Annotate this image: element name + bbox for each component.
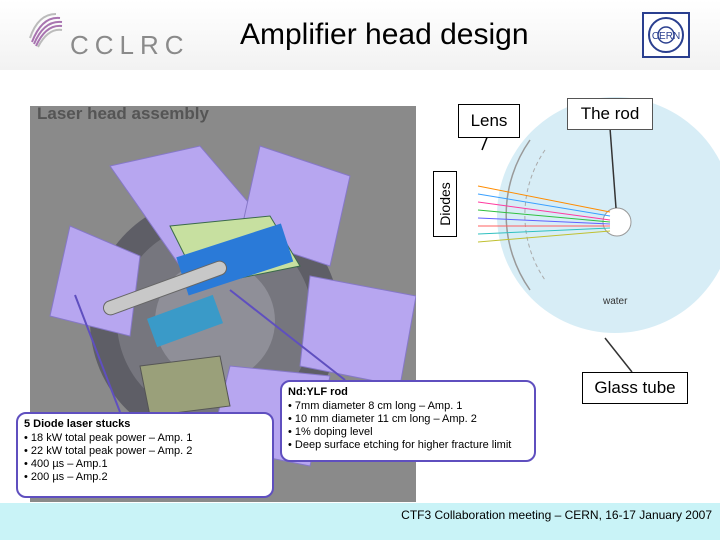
diode-spec-item: • 400 µs – Amp.1 (24, 458, 108, 470)
slide-header: CCLRC Amplifier head design CERN (0, 0, 720, 70)
footer-text: CTF3 Collaboration meeting – CERN, 16-17… (401, 508, 712, 522)
diode-specs-heading: 5 Diode laser stucks (24, 418, 131, 430)
section-title: Laser head assembly (37, 104, 209, 123)
diode-specs-callout: 5 Diode laser stucks • 18 kW total peak … (16, 412, 274, 498)
rod-spec-item: • 1% doping level (288, 426, 373, 438)
rod-specs-heading: Nd:YLF rod (288, 386, 348, 398)
laser-head-illustration (49, 145, 416, 467)
diode-spec-item: • 200 µs – Amp.2 (24, 471, 108, 483)
rod-spec-item: • 10 mm diameter 11 cm long – Amp. 2 (288, 413, 477, 425)
diodes-label: Diodes (433, 171, 457, 237)
rod-label: The rod (567, 98, 653, 130)
diode-spec-item: • 22 kW total peak power – Amp. 2 (24, 445, 193, 457)
rod-specs-list: • 7mm diameter 8 cm long – Amp. 1 • 10 m… (288, 400, 528, 452)
cclrc-logo-icon (29, 13, 63, 48)
cern-logo-icon: CERN (642, 12, 690, 58)
water-label: water (603, 296, 628, 307)
diode-specs-list: • 18 kW total peak power – Amp. 1 • 22 k… (24, 432, 266, 484)
rod-specs-callout: Nd:YLF rod • 7mm diameter 8 cm long – Am… (280, 380, 536, 462)
laser-rod (602, 207, 632, 237)
glass-tube-label: Glass tube (582, 372, 688, 404)
rod-spec-item: • Deep surface etching for higher fractu… (288, 439, 512, 451)
cern-logo-text: CERN (652, 31, 680, 42)
diode-spec-item: • 18 kW total peak power – Amp. 1 (24, 432, 193, 444)
cclrc-logo-text: CCLRC (70, 30, 190, 60)
slide-title: Amplifier head design (240, 18, 529, 51)
slide-footer: CTF3 Collaboration meeting – CERN, 16-17… (0, 503, 720, 540)
lens-label: Lens (458, 104, 520, 138)
rod-spec-item: • 7mm diameter 8 cm long – Amp. 1 (288, 400, 463, 412)
